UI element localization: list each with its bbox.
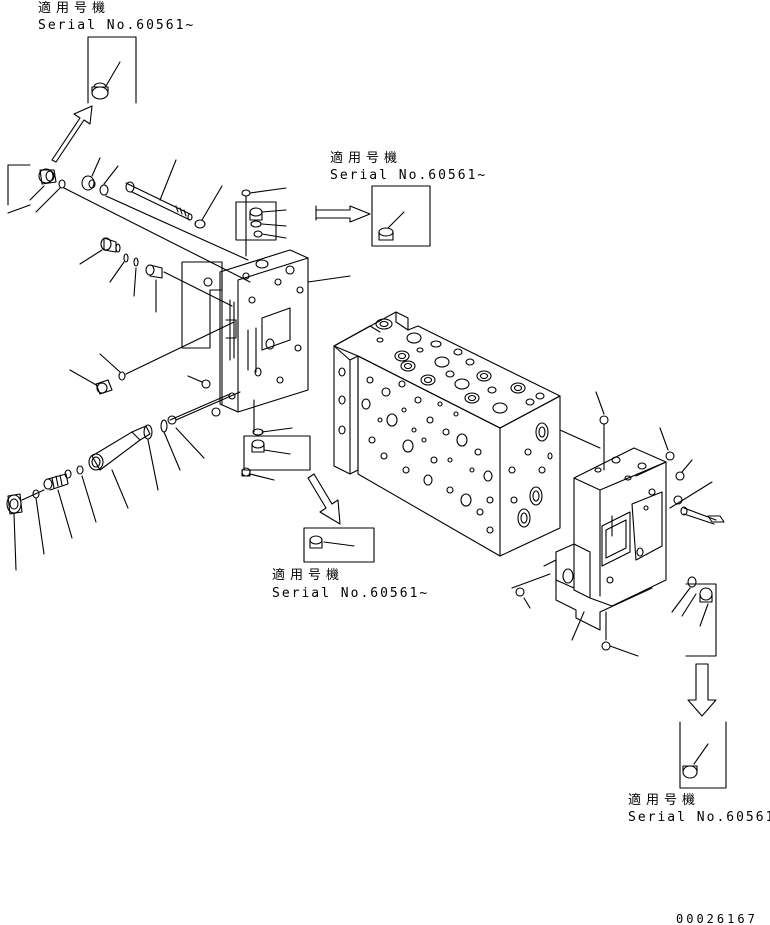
arrow-up-top-left [52,106,92,162]
right-small-parts [512,392,724,656]
arrow-right-top-center [316,206,370,222]
applicable-label-top-left: 適用号機 [38,1,111,16]
callout-box-bottom-right [680,722,726,788]
small-parts-stack-top [236,188,286,256]
arrow-down-bottom-right [688,664,716,716]
right-valve-section [556,448,666,606]
left-valve-section [220,250,350,412]
serial-label-top-center: Serial No.60561~ [330,168,488,183]
gasket-right [632,492,662,560]
plate-right-bottom [544,560,652,630]
plug-part-pair [82,158,118,195]
serial-label-top-left: Serial No.60561~ [38,18,196,33]
applicable-label-bottom-center: 適用号機 [272,568,345,583]
main-valve-body [334,312,600,556]
guide-lines-top [64,188,250,282]
serial-label-bottom-right: Serial No.60561~ [628,810,770,825]
small-plug-mid [70,322,234,420]
serial-label-bottom-center: Serial No.60561~ [272,586,430,601]
long-bolt [126,160,222,228]
bracket-top-left [8,165,30,213]
arrow-down-bottom-center [308,474,340,524]
callout-box-top-center [372,186,430,246]
small-parts-stack-mid [242,400,310,480]
relief-valve-assembly [7,392,240,570]
plug-part-top-left [30,169,65,212]
gasket-left [182,262,222,348]
drawing-code: 00026167 [676,912,758,925]
applicable-label-top-center: 適用号機 [330,151,403,166]
plug-parts-row [80,238,232,312]
callout-box-top-left [88,37,136,103]
callout-bracket-bottom-right [686,584,716,656]
applicable-label-bottom-right: 適用号機 [628,793,701,808]
callout-box-bottom-center [304,528,374,562]
